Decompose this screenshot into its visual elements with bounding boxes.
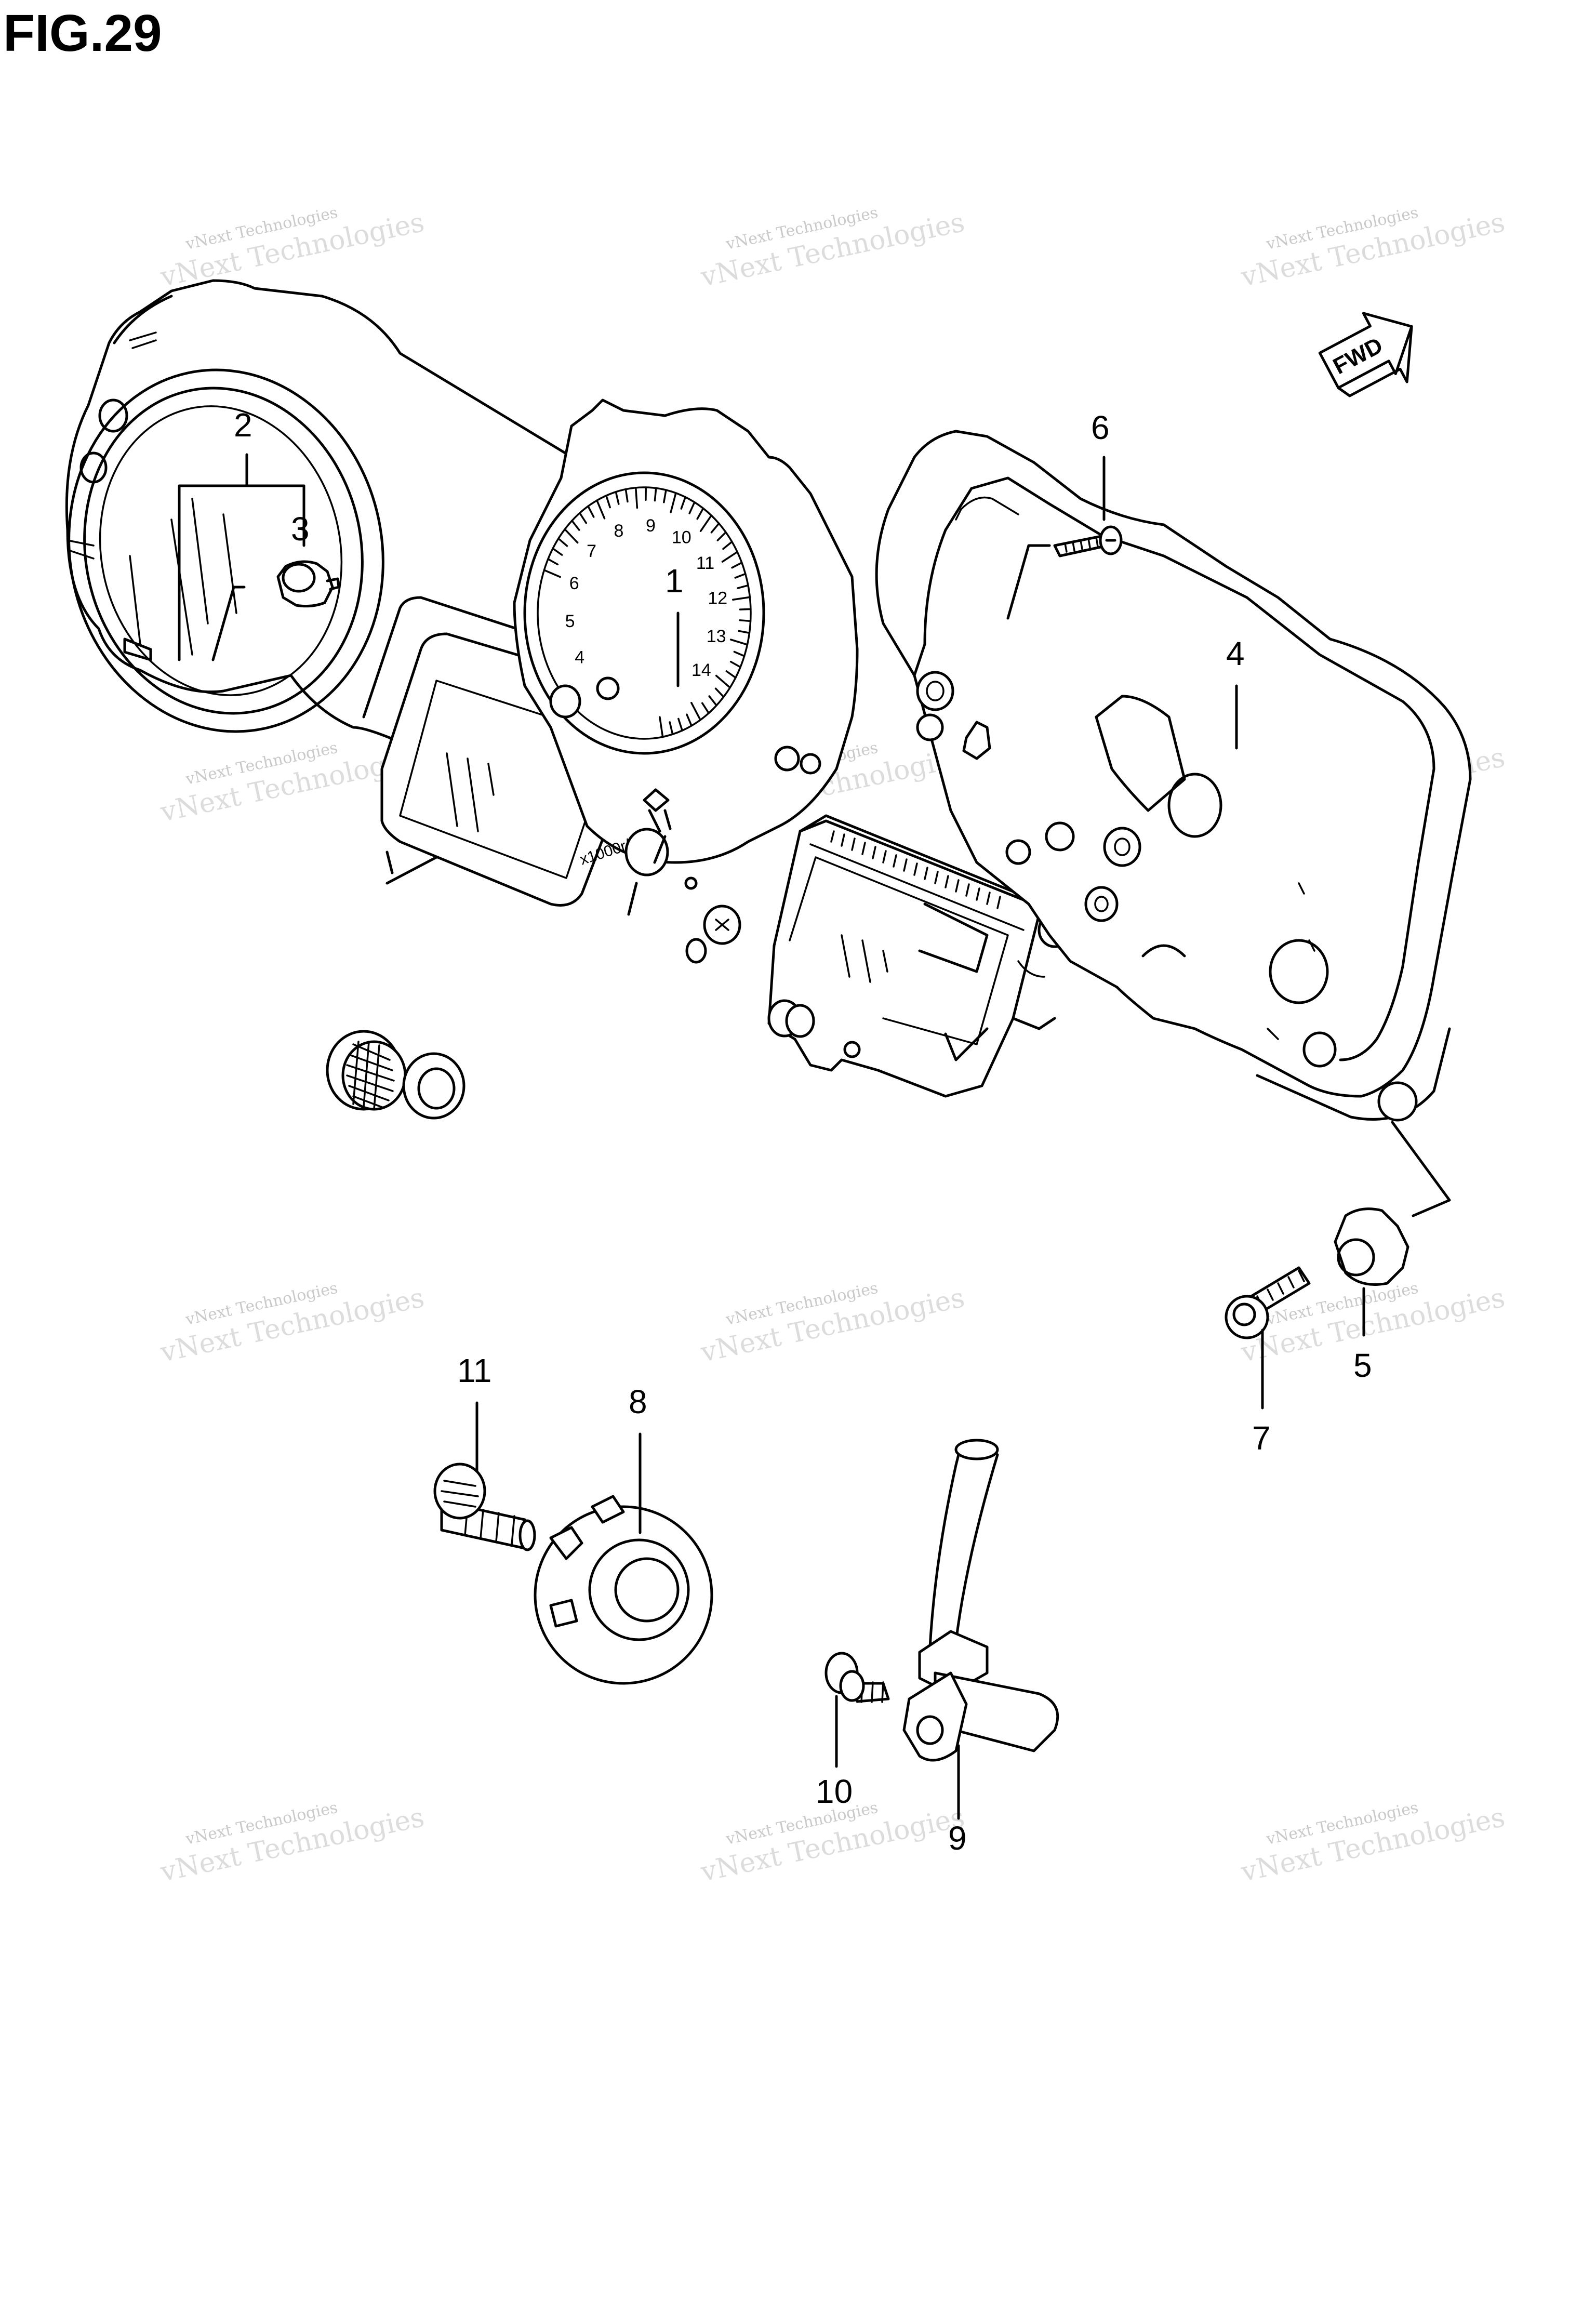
tachometer-scale-number: 5 <box>565 612 575 631</box>
tachometer-tick <box>729 639 749 646</box>
callout-9: 9 <box>948 1819 967 1857</box>
tachometer-tick <box>571 520 580 531</box>
watermark: vNext Technologies vNext Technologies <box>157 1799 427 1888</box>
fwd-arrow-marker: FWD <box>1318 312 1413 397</box>
tachometer-tick <box>552 547 563 556</box>
tachometer-tick <box>739 619 752 622</box>
watermark: vNext Technologies vNext Technologies <box>698 204 967 293</box>
tachometer-tick <box>701 702 710 714</box>
part-5-cushion <box>1334 1207 1409 1286</box>
tachometer-scale-number: 12 <box>708 589 727 608</box>
callout-5: 5 <box>1353 1347 1372 1384</box>
tachometer-tick <box>714 687 725 698</box>
tachometer-tick <box>579 512 588 524</box>
part-11-screw <box>433 1463 536 1551</box>
figure-title: FIG.29 <box>3 4 162 62</box>
leader-lines <box>178 453 1451 1820</box>
tachometer-scale-number: 14 <box>691 660 711 680</box>
tachometer-scale-number: 4 <box>575 648 584 668</box>
tachometer-scale-number: 8 <box>614 521 623 541</box>
tachometer-tick <box>708 695 717 707</box>
callout-3: 3 <box>291 510 310 548</box>
part-3-cushion <box>276 560 340 608</box>
tachometer-scale-number: 6 <box>569 574 579 593</box>
tachometer-tick <box>710 522 720 534</box>
watermark: vNext Technologies vNext Technologies <box>698 1279 967 1368</box>
tachometer-tick <box>725 670 737 679</box>
tachometer-tick <box>738 630 751 634</box>
tachometer-tick <box>635 487 639 509</box>
part-8-flange <box>534 1495 713 1685</box>
tachometer-tick <box>699 514 713 532</box>
callout-labels: 2 3 1 6 4 5 7 11 8 10 9 <box>234 406 1372 1857</box>
tachometer-tick <box>733 650 746 657</box>
tachometer-tick <box>686 713 693 727</box>
tachometer-tick <box>605 495 611 509</box>
tachometer-scale-number: 7 <box>587 541 596 561</box>
tachometer-ticks <box>543 486 752 738</box>
tachometer-tick <box>587 505 595 518</box>
part-6-screw <box>1053 525 1123 557</box>
callout-4: 4 <box>1226 635 1245 672</box>
watermark: vNext Technologies vNext Technologies <box>1238 204 1508 293</box>
tachometer-tick <box>663 489 667 503</box>
watermark: vNext Technologies vNext Technologies <box>157 204 427 293</box>
tachometer-tick <box>547 558 559 566</box>
tachometer-tick <box>731 562 743 569</box>
callout-6: 6 <box>1091 409 1110 446</box>
watermark: vNext Technologies vNext Technologies <box>157 1279 427 1368</box>
tachometer-tick <box>543 569 561 578</box>
callout-1: 1 <box>665 562 684 600</box>
tachometer-scale-number: 10 <box>672 527 691 547</box>
callout-2: 2 <box>234 406 252 444</box>
tachometer-tick <box>690 701 701 721</box>
tachometer-tick <box>624 488 629 503</box>
tachometer-tick <box>557 537 568 547</box>
callout-10: 10 <box>816 1773 853 1810</box>
tachometer-scale-number: 9 <box>646 516 656 536</box>
tachometer-tick <box>596 499 606 520</box>
tachometer-scale-number: 11 <box>696 553 714 573</box>
part-10-bolt <box>824 1652 890 1703</box>
tachometer-tick <box>654 487 657 502</box>
callout-7: 7 <box>1252 1419 1271 1457</box>
tachometer-tick <box>732 596 751 601</box>
watermark: vNext Technologies vNext Technologies <box>1238 1799 1508 1888</box>
tachometer-tick <box>669 721 674 735</box>
tachometer-tick <box>564 528 579 544</box>
tachometer-tick <box>615 491 620 505</box>
tachometer-tick <box>688 501 696 514</box>
tachometer-tick <box>734 573 747 579</box>
callout-11: 11 <box>457 1352 491 1389</box>
part-7-bolt <box>1225 1266 1311 1339</box>
part-4-meter-case-rear <box>875 430 1472 1122</box>
tachometer-tick <box>670 492 677 513</box>
tachometer-tick <box>659 716 664 738</box>
tachometer-scale-number: 13 <box>707 627 726 646</box>
tachometer-tick <box>696 507 704 520</box>
part-9-speed-sensor <box>902 1439 1059 1762</box>
tachometer-tick <box>722 541 733 550</box>
tachometer-tick <box>737 584 749 589</box>
tachometer-tick <box>721 551 738 563</box>
callout-8: 8 <box>629 1383 647 1420</box>
tachometer-tick <box>716 531 727 541</box>
tachometer-tick <box>715 674 731 689</box>
tachometer-tick <box>680 496 686 510</box>
tachometer-tick <box>729 660 741 668</box>
tachometer-tick <box>677 717 683 732</box>
